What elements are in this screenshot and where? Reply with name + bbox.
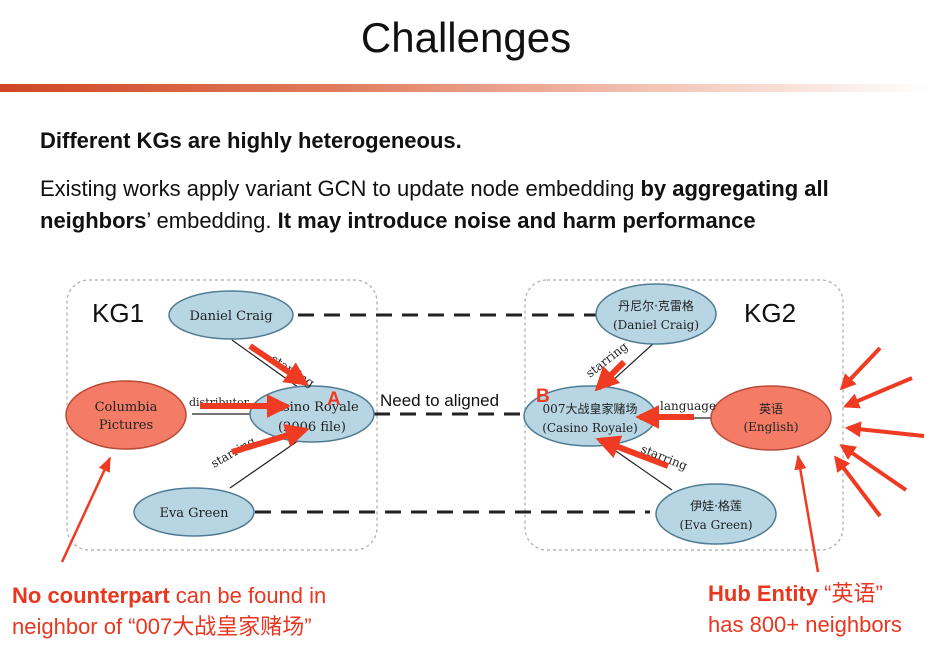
note-right-bold: Hub Entity (708, 581, 818, 606)
kg1-node-eva-label: Eva Green (159, 506, 229, 521)
paragraph-part-1: Existing works apply variant GCN to upda… (40, 176, 641, 201)
note-right-rest-2: has 800+ neighbors (708, 612, 902, 637)
callout-line-right (794, 454, 820, 573)
marker-a: A (327, 389, 341, 410)
arrow-kg2-from-eva (595, 435, 670, 469)
kg1-node-columbia-label-2: Pictures (99, 418, 153, 433)
kg2-aggregation-arrows (594, 359, 694, 469)
note-right-rest-1: “英语” (818, 581, 883, 606)
note-left-rest: can be found in neighbor of “007大战皇家赌场” (12, 583, 327, 639)
kg1-node-eva-green (133, 487, 255, 537)
arrow-kg2-from-daniel (594, 359, 627, 392)
kg1-node-columbia-label-1: Columbia (95, 400, 158, 415)
kg2-node-daniel-label-2: (Daniel Craig) (613, 318, 699, 332)
hub-arrow-1 (839, 346, 882, 391)
marker-b: B (536, 386, 550, 407)
callout-line-left (60, 456, 112, 563)
kg1-node-daniel-label: Daniel Craig (189, 309, 272, 324)
kg1-node-daniel-craig (168, 290, 294, 340)
align-label: Need to aligned (380, 391, 499, 410)
kg2-node-eva-label-2: (Eva Green) (679, 518, 752, 532)
arrow-kg1-from-eva (231, 424, 310, 455)
kg1-aggregation-arrows (200, 343, 310, 455)
slide-heading: Different KGs are highly heterogeneous. (40, 128, 462, 153)
kg2-node-english-label-2: (English) (743, 420, 798, 434)
kg2-node-eva-label-1: 伊娃·格莲 (690, 498, 742, 513)
kg2-node-eva-green (655, 483, 777, 545)
hub-arrow-2 (843, 376, 913, 409)
arrow-kg1-from-daniel (248, 343, 309, 386)
kg2-node-daniel-label-1: 丹尼尔·克雷格 (618, 298, 694, 313)
kg1-label: KG1 (92, 298, 144, 328)
hub-neighbor-arrows (834, 346, 925, 518)
hub-arrow-5 (834, 455, 882, 518)
note-no-counterpart: No counterpart can be found in neighbor … (12, 580, 352, 642)
paragraph-part-4-bold: It may introduce noise and harm performa… (277, 208, 756, 233)
kg2-edge-label-starring-top: starring (583, 339, 630, 380)
kg2-node-casino-label-2: (Casino Royale) (542, 421, 638, 435)
slide-paragraph: Existing works apply variant GCN to upda… (40, 173, 900, 237)
hub-arrow-4 (839, 444, 908, 492)
paragraph-part-3: ’ embedding. (146, 208, 278, 233)
note-hub-entity: Hub Entity “英语” has 800+ neighbors (708, 578, 932, 640)
kg2-node-casino-label-1: 007大战皇家赌场 (543, 401, 638, 416)
kg1-node-columbia-pictures (65, 380, 187, 450)
kg2-node-daniel-craig (595, 283, 717, 345)
kg2-edge-label-language: language (660, 399, 716, 413)
kg2-node-english-label-1: 英语 (759, 402, 783, 416)
slide-title: Challenges (360, 14, 572, 61)
note-left-bold: No counterpart (12, 583, 170, 608)
kg2-label: KG2 (744, 298, 796, 328)
hub-arrow-3 (844, 421, 925, 438)
paragraph-part-2-bold: by aggregating all neighbors (40, 176, 829, 233)
kg2-node-english (710, 385, 832, 451)
title-underline-bar (0, 84, 932, 92)
